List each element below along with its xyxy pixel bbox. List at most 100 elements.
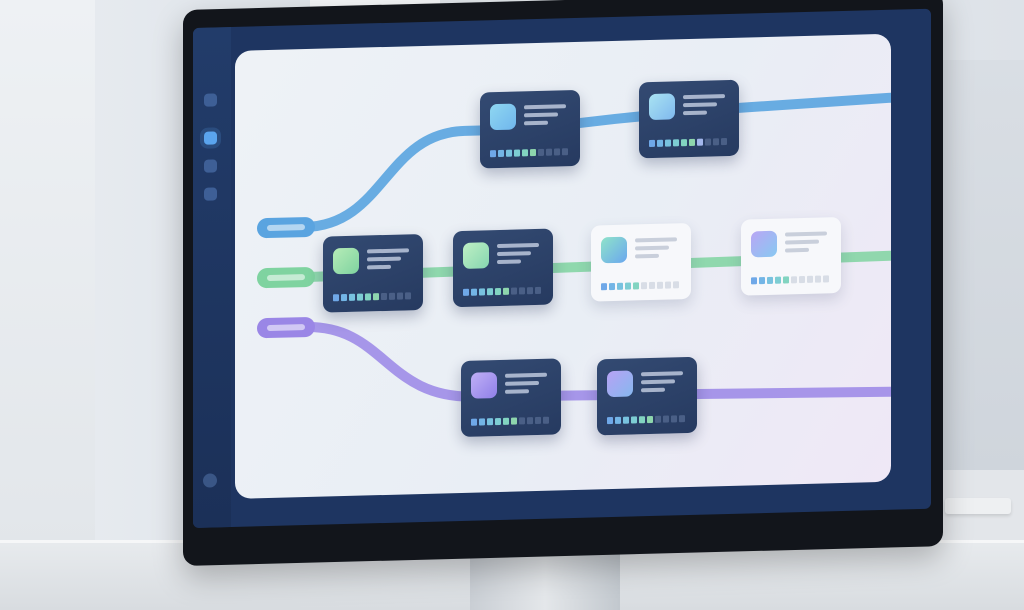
meter-segment — [625, 282, 631, 290]
node-text-line — [497, 251, 531, 257]
node-text-line — [641, 371, 683, 377]
meter-segment — [365, 293, 371, 301]
app-logo-icon[interactable] — [204, 93, 217, 107]
meter-segment — [543, 416, 549, 424]
meter-segment — [791, 276, 797, 284]
meter-segment — [617, 282, 623, 290]
node-text-line — [635, 253, 659, 259]
meter-segment — [349, 293, 355, 301]
meter-segment — [767, 276, 773, 284]
meter-segment — [713, 138, 719, 146]
meter-segment — [783, 276, 789, 284]
workflow-canvas[interactable] — [235, 33, 891, 499]
node-text-line — [367, 256, 401, 262]
blue-track-line — [300, 92, 891, 233]
node-progress-meter — [751, 275, 829, 285]
node-progress-meter — [607, 415, 685, 425]
background-wall — [0, 0, 95, 560]
meter-segment — [530, 149, 536, 157]
meter-segment — [495, 287, 501, 296]
meter-segment — [649, 139, 655, 148]
node-thumbnail-icon — [649, 93, 675, 121]
meter-segment — [673, 281, 679, 289]
node-thumbnail-icon — [490, 103, 516, 131]
meter-segment — [546, 148, 552, 156]
meter-segment — [807, 275, 813, 283]
node-card-green-1[interactable] — [323, 233, 423, 313]
purple-track-line — [300, 322, 891, 402]
node-card-green-3[interactable] — [591, 222, 691, 302]
settings-icon[interactable] — [204, 187, 217, 201]
node-card-purple-1[interactable] — [461, 358, 561, 437]
node-progress-meter — [471, 416, 549, 426]
node-card-blue-1[interactable] — [480, 89, 580, 169]
node-text-line — [641, 379, 675, 385]
meter-segment — [535, 416, 541, 425]
monitor-screen — [193, 8, 931, 528]
workflow-icon[interactable] — [204, 131, 217, 145]
meter-segment — [357, 293, 363, 301]
meter-segment — [535, 286, 541, 295]
meter-segment — [463, 288, 469, 296]
user-avatar-icon[interactable] — [203, 473, 217, 488]
node-card-green-4[interactable] — [741, 217, 841, 296]
meter-segment — [607, 417, 613, 425]
meter-segment — [506, 149, 512, 157]
layers-icon[interactable] — [204, 159, 217, 173]
meter-segment — [633, 282, 639, 290]
meter-segment — [381, 292, 387, 301]
meter-segment — [689, 138, 695, 147]
meter-segment — [490, 150, 496, 158]
node-card-blue-2[interactable] — [639, 79, 739, 159]
meter-segment — [519, 287, 525, 295]
node-text-line — [524, 104, 566, 110]
meter-segment — [647, 415, 653, 424]
meter-segment — [389, 292, 395, 300]
node-text-line — [505, 380, 539, 386]
node-text-line — [367, 248, 409, 254]
node-text-line — [367, 264, 391, 270]
meter-segment — [471, 288, 477, 296]
keyboard — [945, 498, 1011, 514]
meter-segment — [397, 292, 403, 300]
node-thumbnail-icon — [751, 230, 777, 258]
meter-segment — [649, 281, 655, 290]
meter-segment — [609, 282, 615, 291]
node-text-line — [635, 245, 669, 251]
node-progress-meter — [333, 292, 411, 302]
meter-segment — [373, 293, 379, 301]
meter-segment — [657, 281, 663, 289]
meter-segment — [665, 281, 671, 289]
meter-segment — [522, 149, 528, 157]
meter-segment — [631, 416, 637, 424]
node-text-line — [497, 259, 521, 265]
meter-segment — [721, 138, 727, 146]
meter-segment — [511, 417, 517, 425]
meter-segment — [405, 292, 411, 300]
meter-segment — [663, 415, 669, 423]
meter-segment — [815, 275, 821, 283]
purple-start-pill[interactable] — [257, 316, 315, 339]
meter-segment — [775, 276, 781, 284]
node-thumbnail-icon — [601, 236, 627, 264]
node-thumbnail-icon — [333, 247, 359, 275]
node-text-line — [785, 239, 819, 245]
blue-start-pill[interactable] — [257, 216, 315, 239]
background-wall-right — [940, 60, 1024, 470]
meter-segment — [679, 415, 685, 423]
node-thumbnail-icon — [463, 242, 489, 269]
meter-segment — [479, 288, 485, 296]
node-text-line — [505, 372, 547, 378]
node-text-line — [524, 112, 558, 118]
meter-segment — [527, 287, 533, 295]
node-card-green-2[interactable] — [453, 228, 553, 308]
meter-segment — [639, 416, 645, 424]
meter-segment — [503, 287, 509, 295]
meter-segment — [641, 282, 647, 290]
node-thumbnail-icon — [471, 372, 497, 399]
green-start-pill[interactable] — [257, 266, 315, 289]
meter-segment — [511, 287, 517, 295]
meter-segment — [514, 149, 520, 157]
node-card-purple-2[interactable] — [597, 356, 697, 436]
meter-segment — [341, 293, 347, 302]
